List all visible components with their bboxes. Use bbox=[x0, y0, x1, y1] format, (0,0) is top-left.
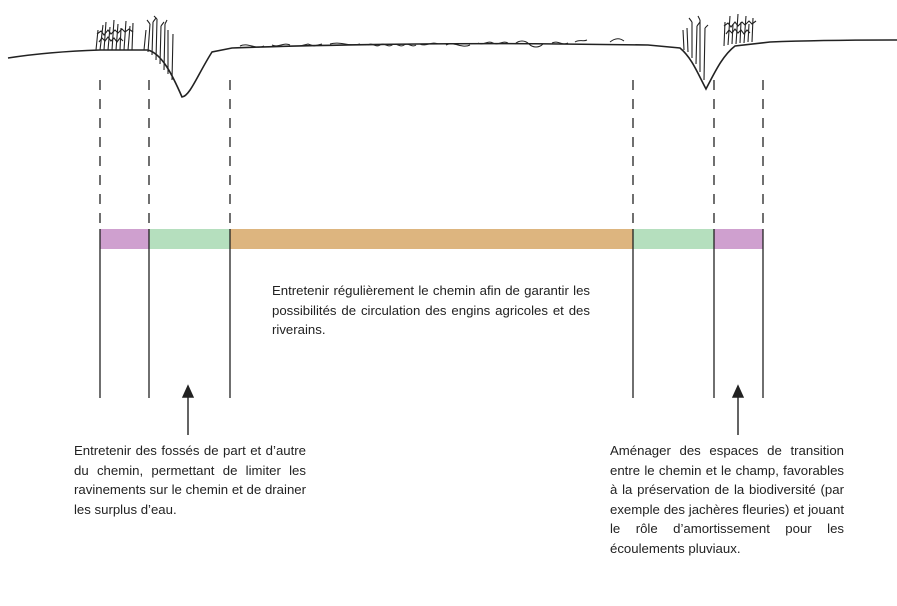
band-fosse-left bbox=[149, 229, 230, 249]
band-fosse-right bbox=[633, 229, 714, 249]
terrain-profile bbox=[7, 39, 897, 98]
fosses-maintenance-note: Entretenir des fossés de part et d’autre… bbox=[74, 443, 306, 517]
left-vegetation bbox=[95, 15, 174, 81]
solid-separators bbox=[99, 229, 764, 398]
band-talus-right bbox=[714, 229, 763, 249]
arrow-right bbox=[731, 384, 745, 435]
right-vegetation bbox=[682, 13, 757, 81]
chemin-maintenance-note: Entretenir régulièrement le chemin afin … bbox=[272, 283, 590, 337]
transition-spaces-note: Aménager des espaces de transition entre… bbox=[610, 443, 844, 556]
road-surface-texture bbox=[239, 38, 625, 48]
band-chemin bbox=[230, 229, 633, 249]
arrow-left bbox=[181, 384, 195, 435]
band-talus-left bbox=[100, 229, 149, 249]
dashed-guides bbox=[99, 80, 764, 228]
